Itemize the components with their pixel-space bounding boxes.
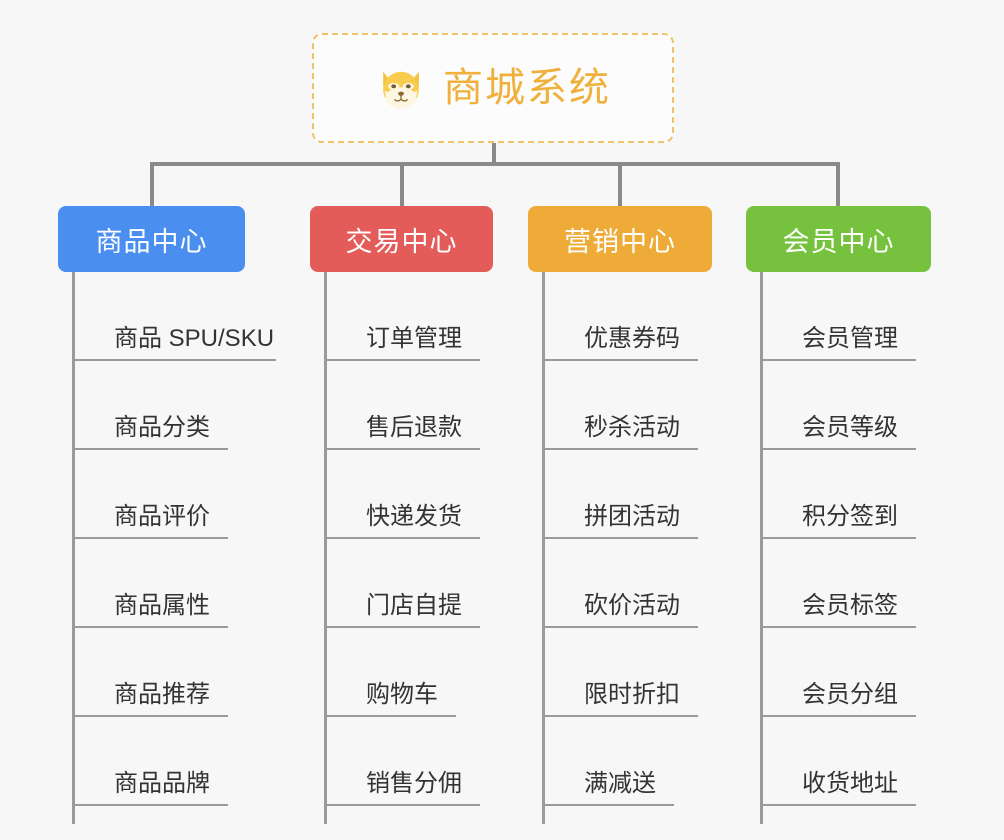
root-title: 商城系统 [443, 66, 611, 110]
category-header-label-1: 商品中心 [95, 226, 208, 257]
leaf-item[interactable]: 购物车 [324, 628, 456, 717]
leaf-label: 会员管理 [802, 325, 898, 352]
leaf-item[interactable]: 快递发货 [324, 450, 480, 539]
leaf-item[interactable]: 订单管理 [324, 272, 480, 361]
leaf-label: 商品推荐 [114, 681, 210, 708]
category-header-label-2: 交易中心 [345, 226, 458, 257]
leaf-label: 商品 SPU/SKU [114, 325, 275, 352]
category-header-label-3: 营销中心 [564, 226, 676, 257]
category-header-4[interactable]: 会员中心 [746, 206, 931, 272]
column-rail-4 [760, 272, 763, 824]
connector-horizontal-bus [150, 162, 840, 166]
shiba-dog-icon [375, 62, 427, 114]
leaf-item[interactable]: 积分签到 [760, 450, 916, 539]
leaf-item[interactable]: 收货地址 [760, 717, 916, 806]
root-node[interactable]: 商城系统 [312, 33, 674, 143]
leaf-item[interactable]: 会员标签 [760, 539, 916, 628]
leaf-item[interactable]: 商品分类 [72, 361, 228, 450]
connector-drop-2 [400, 162, 404, 207]
leaf-item[interactable]: 会员等级 [760, 361, 916, 450]
leaf-label: 订单管理 [366, 325, 462, 352]
leaf-label: 门店自提 [366, 592, 462, 619]
leaf-item[interactable]: 满减送 [542, 717, 674, 806]
leaf-label: 商品评价 [114, 503, 210, 530]
leaf-label: 积分签到 [802, 503, 898, 530]
leaf-label: 会员等级 [802, 414, 898, 441]
leaf-item[interactable]: 秒杀活动 [542, 361, 698, 450]
leaf-label: 砍价活动 [584, 592, 680, 619]
leaf-item[interactable]: 会员分组 [760, 628, 916, 717]
leaf-label: 收货地址 [802, 770, 898, 797]
leaf-item[interactable]: 拼团活动 [542, 450, 698, 539]
leaf-label: 商品分类 [114, 414, 210, 441]
column-rail-2 [324, 272, 327, 824]
leaf-item[interactable]: 售后退款 [324, 361, 480, 450]
category-header-label-4: 会员中心 [782, 226, 895, 257]
category-header-2[interactable]: 交易中心 [310, 206, 493, 272]
leaf-item[interactable]: 会员管理 [760, 272, 916, 361]
category-header-1[interactable]: 商品中心 [58, 206, 245, 272]
leaf-label: 会员标签 [802, 592, 898, 619]
leaf-item[interactable]: 商品 SPU/SKU [72, 272, 276, 361]
leaf-label: 限时折扣 [584, 681, 680, 708]
leaf-label: 拼团活动 [584, 503, 680, 530]
leaf-item[interactable]: 砍价活动 [542, 539, 698, 628]
leaf-label: 购物车 [366, 681, 438, 708]
connector-drop-1 [150, 162, 154, 207]
leaf-item[interactable]: 商品品牌 [72, 717, 228, 806]
leaf-label: 满减送 [584, 770, 656, 797]
leaf-label: 商品品牌 [114, 770, 210, 797]
leaf-label: 快递发货 [366, 503, 462, 530]
leaf-label: 秒杀活动 [584, 414, 680, 441]
leaf-item[interactable]: 限时折扣 [542, 628, 698, 717]
connector-root-stem [492, 143, 496, 165]
column-rail-1 [72, 272, 75, 824]
leaf-label: 售后退款 [366, 414, 462, 441]
leaf-item[interactable]: 商品属性 [72, 539, 228, 628]
leaf-item[interactable]: 商品评价 [72, 450, 228, 539]
leaf-item[interactable]: 商品推荐 [72, 628, 228, 717]
leaf-label: 销售分佣 [366, 770, 462, 797]
column-rail-3 [542, 272, 545, 824]
leaf-item[interactable]: 门店自提 [324, 539, 480, 628]
leaf-label: 优惠券码 [584, 325, 680, 352]
leaf-item[interactable]: 优惠券码 [542, 272, 698, 361]
category-header-3[interactable]: 营销中心 [528, 206, 712, 272]
connector-drop-4 [836, 162, 840, 207]
connector-drop-3 [618, 162, 622, 207]
leaf-item[interactable]: 销售分佣 [324, 717, 480, 806]
leaf-label: 商品属性 [114, 592, 210, 619]
leaf-label: 会员分组 [802, 681, 898, 708]
